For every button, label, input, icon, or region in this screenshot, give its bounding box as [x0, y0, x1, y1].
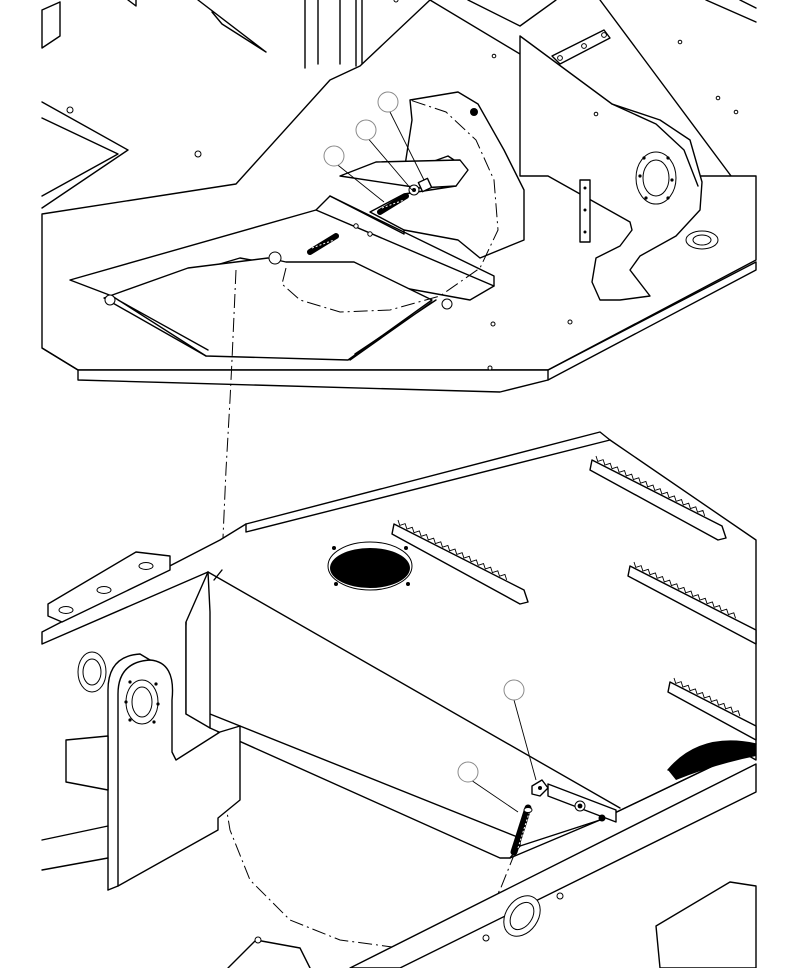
bolt-icon — [104, 294, 116, 306]
callout-bubble — [377, 91, 399, 113]
threaded-stud-icon — [510, 804, 533, 856]
nut-icon — [531, 779, 549, 797]
lower-callouts — [457, 679, 537, 813]
bolt-icon — [268, 251, 282, 265]
callout-bubble — [503, 679, 525, 701]
serrated-rack — [589, 455, 727, 541]
callout-bubble — [323, 145, 345, 167]
threaded-stud-icon — [377, 193, 409, 215]
serrated-rack — [627, 561, 757, 645]
lower-chassis — [41, 431, 757, 968]
callout-bubble — [457, 761, 479, 783]
threaded-stud-icon — [307, 233, 339, 255]
bolt-icon — [441, 298, 453, 310]
nut-icon — [417, 177, 433, 193]
upper-callouts — [323, 91, 425, 203]
callout-bubble — [355, 119, 377, 141]
serrated-rack — [391, 519, 529, 605]
upper-floor-plate — [41, 0, 757, 393]
serrated-rack — [667, 677, 757, 741]
